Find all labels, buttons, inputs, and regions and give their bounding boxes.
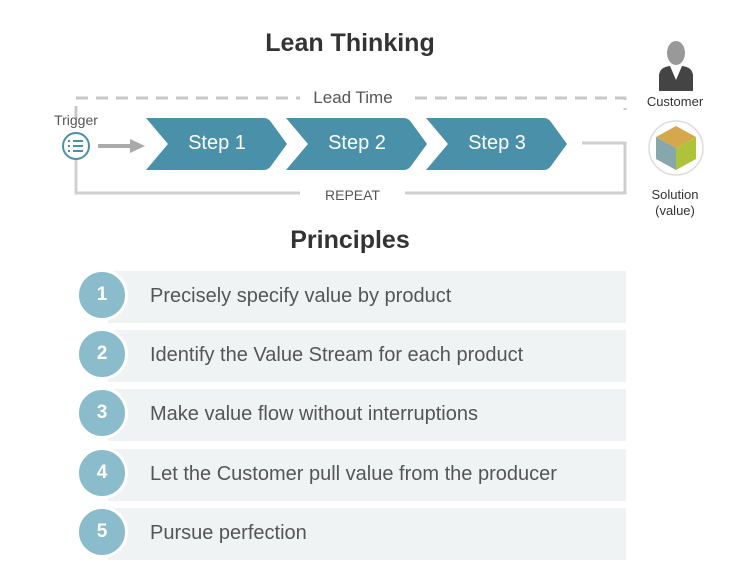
principle-text: Pursue perfection bbox=[150, 522, 307, 544]
number-badge: 1 bbox=[76, 269, 128, 321]
principle-item: 2 Identify the Value Stream for each prod… bbox=[76, 328, 626, 382]
solution-label: Solution bbox=[651, 187, 699, 202]
solution-cube-icon bbox=[648, 120, 704, 176]
lead-time-label: Lead Time bbox=[313, 88, 393, 107]
number-badge: 5 bbox=[76, 506, 128, 558]
principle-item: 1 Precisely specify value by product bbox=[76, 269, 626, 323]
customer-label: Customer bbox=[646, 94, 704, 109]
principle-text: Identify the Value Stream for each produ… bbox=[150, 344, 524, 366]
number-badge: 2 bbox=[76, 328, 128, 380]
number-badge: 4 bbox=[76, 447, 128, 499]
step-1: Step 1 bbox=[146, 118, 288, 170]
step-3-label: Step 3 bbox=[468, 132, 526, 154]
arrow-head-icon bbox=[130, 139, 145, 153]
diagram-title: Lean Thinking bbox=[265, 29, 435, 57]
principle-text: Precisely specify value by product bbox=[150, 285, 452, 307]
flow-lines bbox=[62, 41, 704, 195]
principles-title: Principles bbox=[290, 226, 410, 254]
checklist-icon bbox=[62, 132, 90, 160]
principle-item: 5 Pursue perfection bbox=[76, 506, 626, 560]
principle-text: Make value flow without interruptions bbox=[150, 403, 478, 425]
customer-icon bbox=[659, 41, 693, 91]
repeat-line bbox=[74, 141, 627, 195]
number-badge: 3 bbox=[76, 387, 128, 439]
step-2-label: Step 2 bbox=[328, 132, 386, 154]
solution-sublabel: (value) bbox=[655, 203, 695, 218]
step-2: Step 2 bbox=[286, 118, 428, 170]
step-3: Step 3 bbox=[426, 118, 568, 170]
principle-item: 4 Let the Customer pull value from the pr… bbox=[76, 447, 626, 501]
principle-text: Let the Customer pull value from the pro… bbox=[150, 463, 557, 485]
principle-item: 3 Make value flow without interruptions bbox=[76, 387, 626, 441]
repeat-label: REPEAT bbox=[325, 187, 380, 203]
trigger-label: Trigger bbox=[54, 112, 98, 128]
lead-time-line bbox=[74, 96, 627, 118]
step-1-label: Step 1 bbox=[188, 132, 246, 154]
